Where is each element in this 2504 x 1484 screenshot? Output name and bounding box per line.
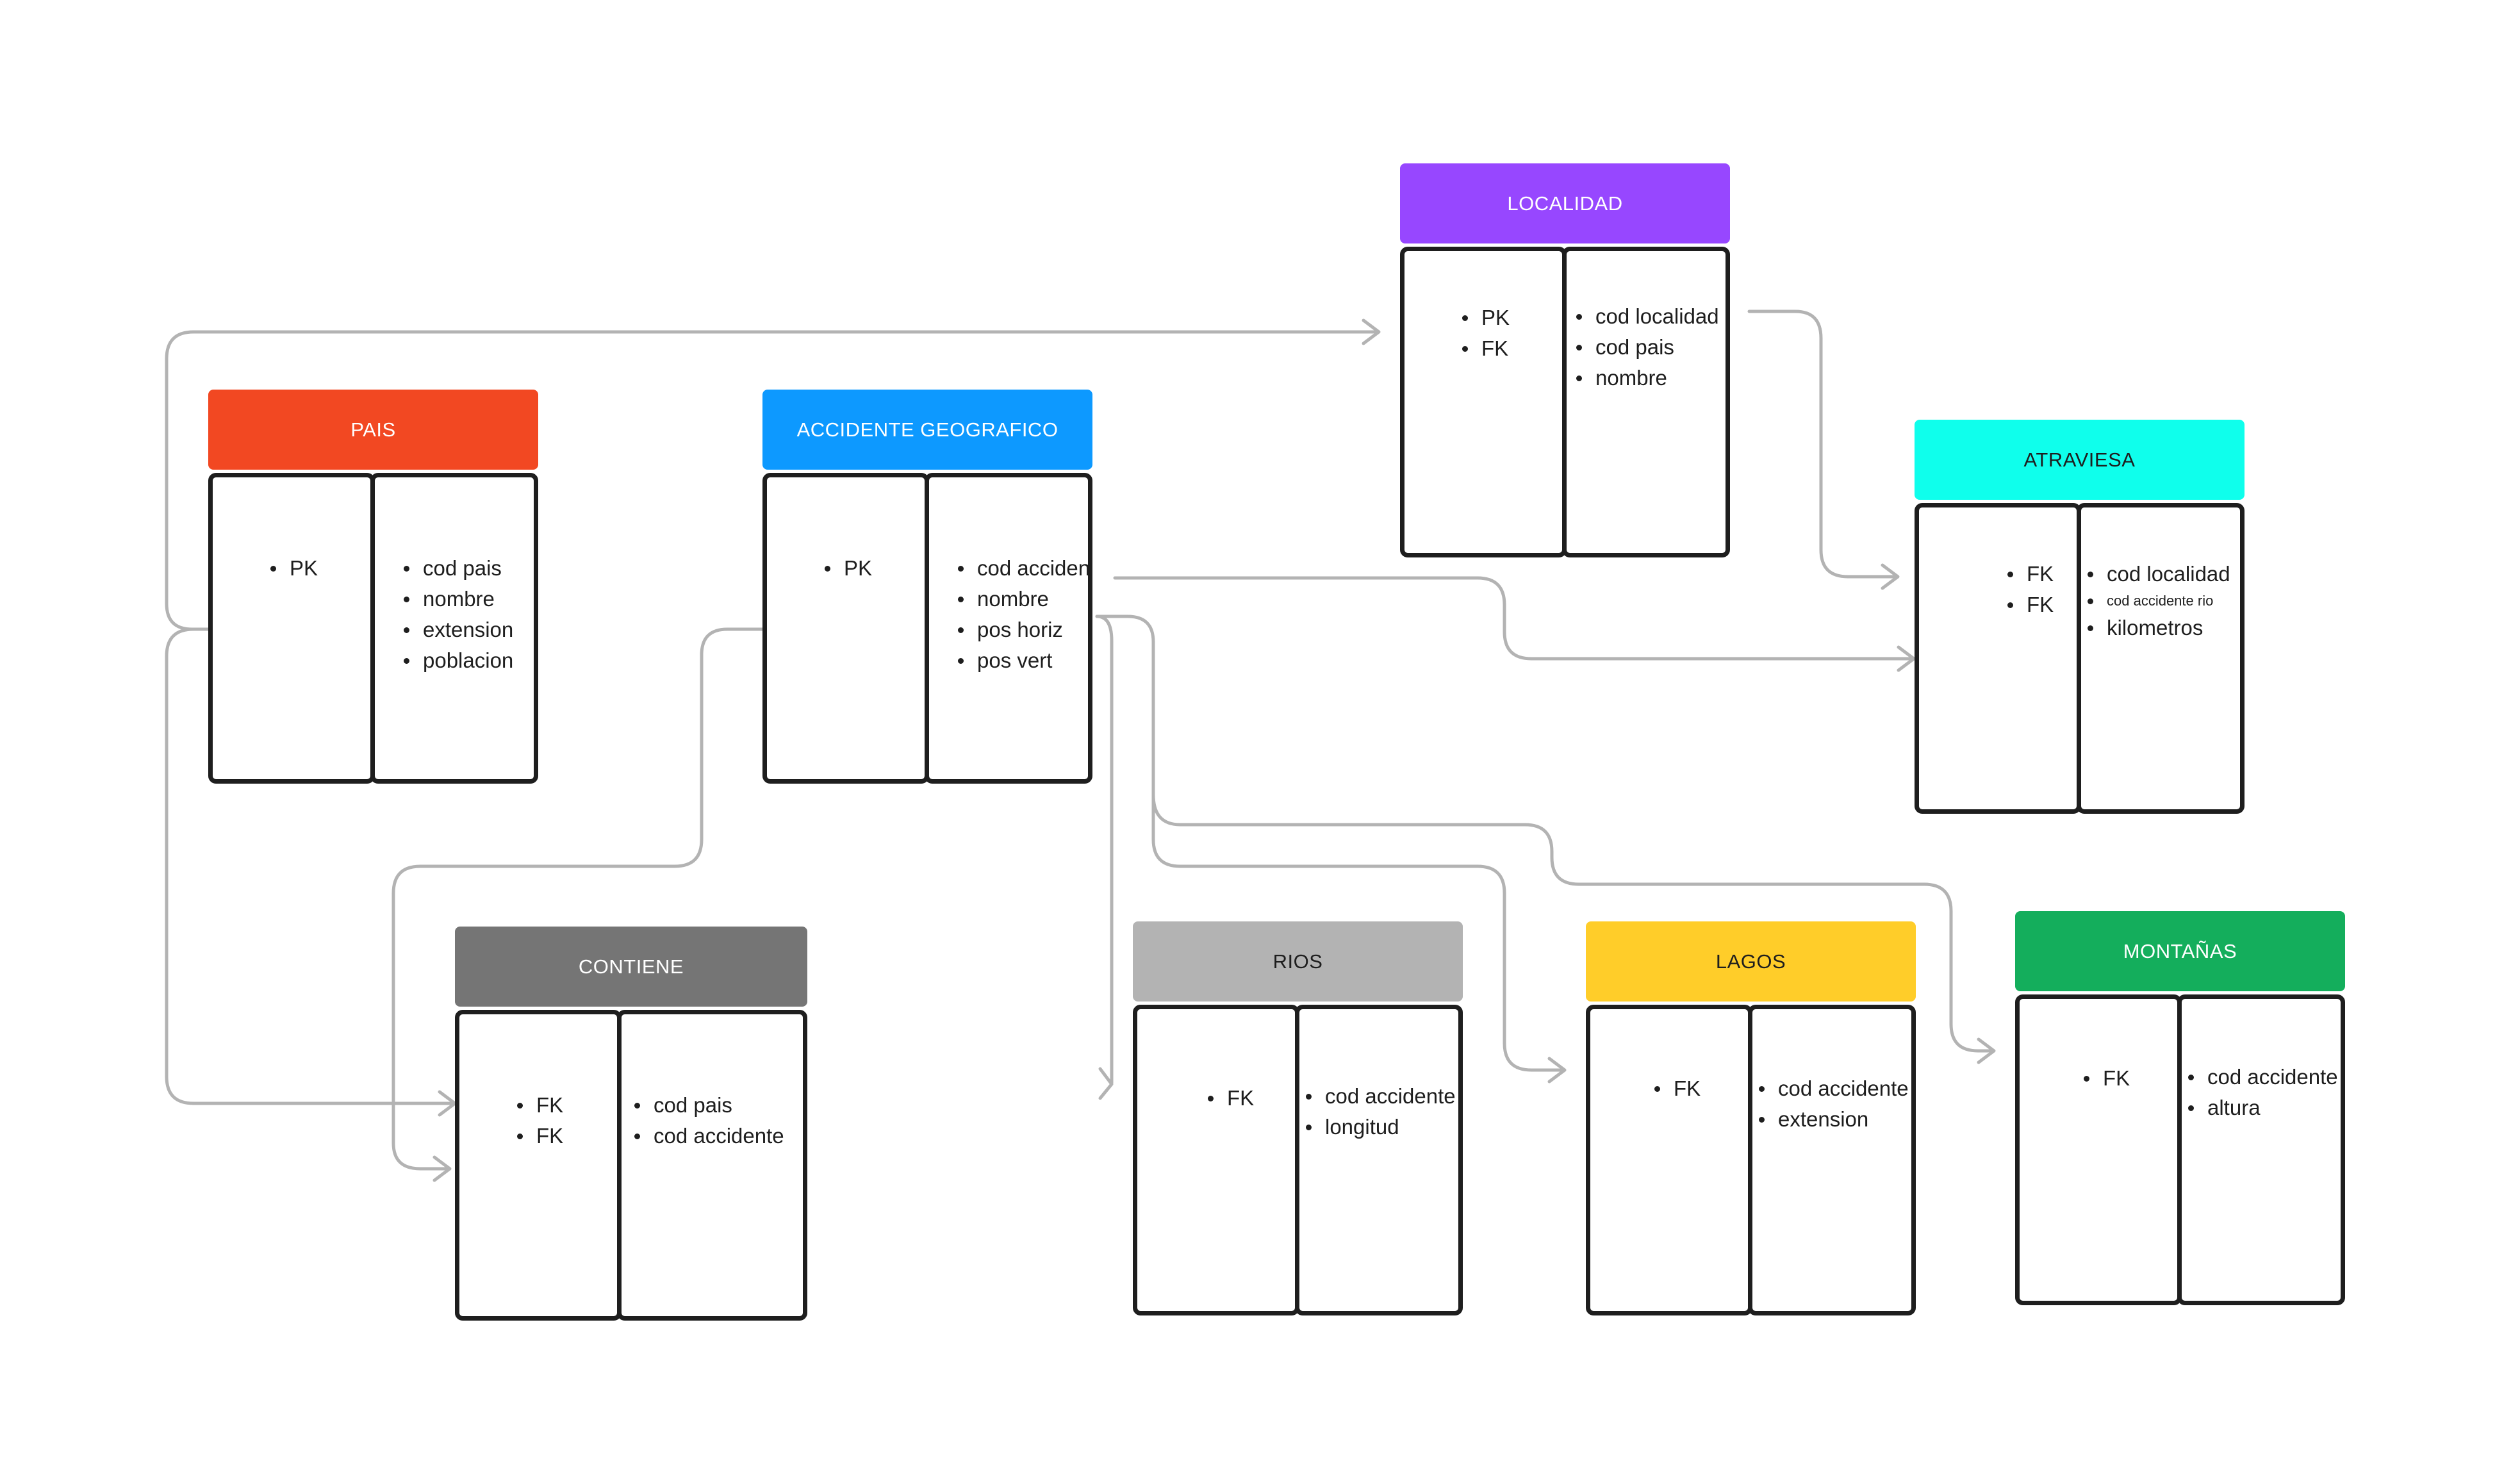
attribute-column: cod pais nombre extension poblacion	[370, 473, 538, 784]
arrowhead-contiene-2	[432, 1155, 452, 1182]
entity-title: LOCALIDAD	[1507, 192, 1623, 215]
key-item: FK	[517, 1121, 617, 1151]
entity-contiene[interactable]: CONTIENE FK FK cod pais cod accidente	[455, 927, 807, 1321]
attribute-column: cod pais cod accidente	[617, 1010, 807, 1321]
key-column: FK	[1586, 1005, 1752, 1315]
key-item: FK	[1208, 1083, 1295, 1114]
arrowhead-atraviesa-1	[1881, 563, 1900, 590]
entity-header-localidad[interactable]: LOCALIDAD	[1400, 163, 1730, 243]
key-item: PK	[1462, 302, 1562, 333]
attribute-item: cod accidente	[1759, 1073, 1911, 1104]
connector-accidente-contiene	[391, 627, 764, 1171]
entity-lagos[interactable]: LAGOS FK cod accidente extension	[1586, 921, 1916, 1315]
attribute-item: nombre	[958, 584, 1088, 614]
key-item: FK	[2084, 1063, 2177, 1094]
attribute-item: cod accidente	[958, 553, 1088, 584]
attribute-column: cod accidente nombre pos horiz pos vert	[925, 473, 1092, 784]
attribute-item: kilometros	[2088, 613, 2240, 643]
entity-body: PK FK cod localidad cod pais nombre	[1400, 247, 1730, 557]
entity-title: CONTIENE	[578, 955, 684, 978]
attribute-item: cod accidente rio	[2088, 589, 2240, 613]
entity-body: PK cod pais nombre extension poblacion	[208, 473, 538, 784]
attribute-item: cod pais	[404, 553, 534, 584]
entity-localidad[interactable]: LOCALIDAD PK FK cod localidad cod pais n…	[1400, 163, 1730, 557]
attribute-item: cod accidente	[1306, 1081, 1458, 1112]
entity-pais[interactable]: PAIS PK cod pais nombre extension poblac…	[208, 390, 538, 784]
key-column: FK	[2015, 994, 2182, 1305]
entity-header-rios[interactable]: RIOS	[1133, 921, 1463, 1002]
entity-header-atraviesa[interactable]: ATRAVIESA	[1915, 420, 2245, 500]
key-column: PK FK	[1400, 247, 1567, 557]
attribute-item: longitud	[1306, 1112, 1458, 1142]
attribute-item: cod accidente	[2188, 1062, 2341, 1092]
entity-header-lagos[interactable]: LAGOS	[1586, 921, 1916, 1002]
connector-accidente-lagos	[1095, 614, 1565, 1072]
arrowhead-lagos	[1547, 1057, 1567, 1084]
connector-pais-localidad	[165, 330, 1380, 631]
entity-body: PK cod accidente nombre pos horiz pos ve…	[762, 473, 1092, 784]
entity-body: FK FK cod localidad cod accidente rio ki…	[1915, 503, 2245, 814]
entity-body: FK FK cod pais cod accidente	[455, 1010, 807, 1321]
entity-header-montanas[interactable]: MONTAÑAS	[2015, 911, 2345, 991]
arrowhead-atraviesa-2	[1897, 645, 1916, 672]
key-column: FK	[1133, 1005, 1299, 1315]
attribute-item: poblacion	[404, 645, 534, 676]
entity-title: LAGOS	[1715, 950, 1786, 973]
attribute-item: cod accidente	[634, 1121, 803, 1151]
entity-atraviesa[interactable]: ATRAVIESA FK FK cod localidad cod accide…	[1915, 420, 2245, 814]
arrowhead-montanas	[1977, 1037, 1996, 1064]
attribute-column: cod localidad cod accidente rio kilometr…	[2077, 503, 2245, 814]
attribute-column: cod accidente altura	[2177, 994, 2345, 1305]
attribute-item: cod localidad	[1576, 301, 1726, 332]
attribute-item: nombre	[1576, 363, 1726, 393]
key-item: FK	[1654, 1073, 1748, 1104]
key-column: FK FK	[1915, 503, 2081, 814]
connector-pais-contiene	[165, 627, 456, 1105]
key-item: PK	[270, 553, 370, 584]
entity-accidente-geografico[interactable]: ACCIDENTE GEOGRAFICO PK cod accidente no…	[762, 390, 1092, 784]
arrowhead-localidad	[1362, 318, 1381, 345]
attribute-column: cod accidente extension	[1748, 1005, 1916, 1315]
attribute-column: cod localidad cod pais nombre	[1562, 247, 1730, 557]
entity-header-pais[interactable]: PAIS	[208, 390, 538, 470]
entity-body: FK cod accidente altura	[2015, 994, 2345, 1305]
entity-title: ACCIDENTE GEOGRAFICO	[796, 418, 1058, 441]
key-item: FK	[2007, 589, 2077, 620]
connector-accidente-atraviesa	[1113, 576, 1915, 661]
entity-title: PAIS	[350, 418, 396, 441]
attribute-item: extension	[404, 614, 534, 645]
arrowhead-rios	[1098, 1067, 1114, 1100]
attribute-item: pos vert	[958, 645, 1088, 676]
key-item: FK	[1462, 333, 1562, 364]
attribute-item: nombre	[404, 584, 534, 614]
connector-accidente-rios	[1095, 614, 1114, 1085]
attribute-item: cod pais	[1576, 332, 1726, 363]
entity-title: ATRAVIESA	[2023, 448, 2136, 471]
attribute-item: cod localidad	[2088, 559, 2240, 589]
entity-body: FK cod accidente longitud	[1133, 1005, 1463, 1315]
attribute-item: extension	[1759, 1104, 1911, 1135]
attribute-item: pos horiz	[958, 614, 1088, 645]
entity-montanas[interactable]: MONTAÑAS FK cod accidente altura	[2015, 911, 2345, 1305]
key-column: FK FK	[455, 1010, 622, 1321]
entity-header-contiene[interactable]: CONTIENE	[455, 927, 807, 1007]
key-item: FK	[2007, 559, 2077, 589]
entity-title: MONTAÑAS	[2123, 939, 2237, 962]
key-column: PK	[762, 473, 929, 784]
key-item: FK	[517, 1090, 617, 1121]
key-column: PK	[208, 473, 375, 784]
connector-localidad-atraviesa	[1747, 309, 1899, 579]
entity-header-accidente-geografico[interactable]: ACCIDENTE GEOGRAFICO	[762, 390, 1092, 470]
entity-body: FK cod accidente extension	[1586, 1005, 1916, 1315]
entity-title: RIOS	[1273, 950, 1323, 973]
attribute-item: altura	[2188, 1092, 2341, 1123]
connector-accidente-montanas	[1151, 793, 1995, 1053]
attribute-item: cod pais	[634, 1090, 803, 1121]
key-item: PK	[825, 553, 925, 584]
entity-rios[interactable]: RIOS FK cod accidente longitud	[1133, 921, 1463, 1315]
attribute-column: cod accidente longitud	[1295, 1005, 1463, 1315]
